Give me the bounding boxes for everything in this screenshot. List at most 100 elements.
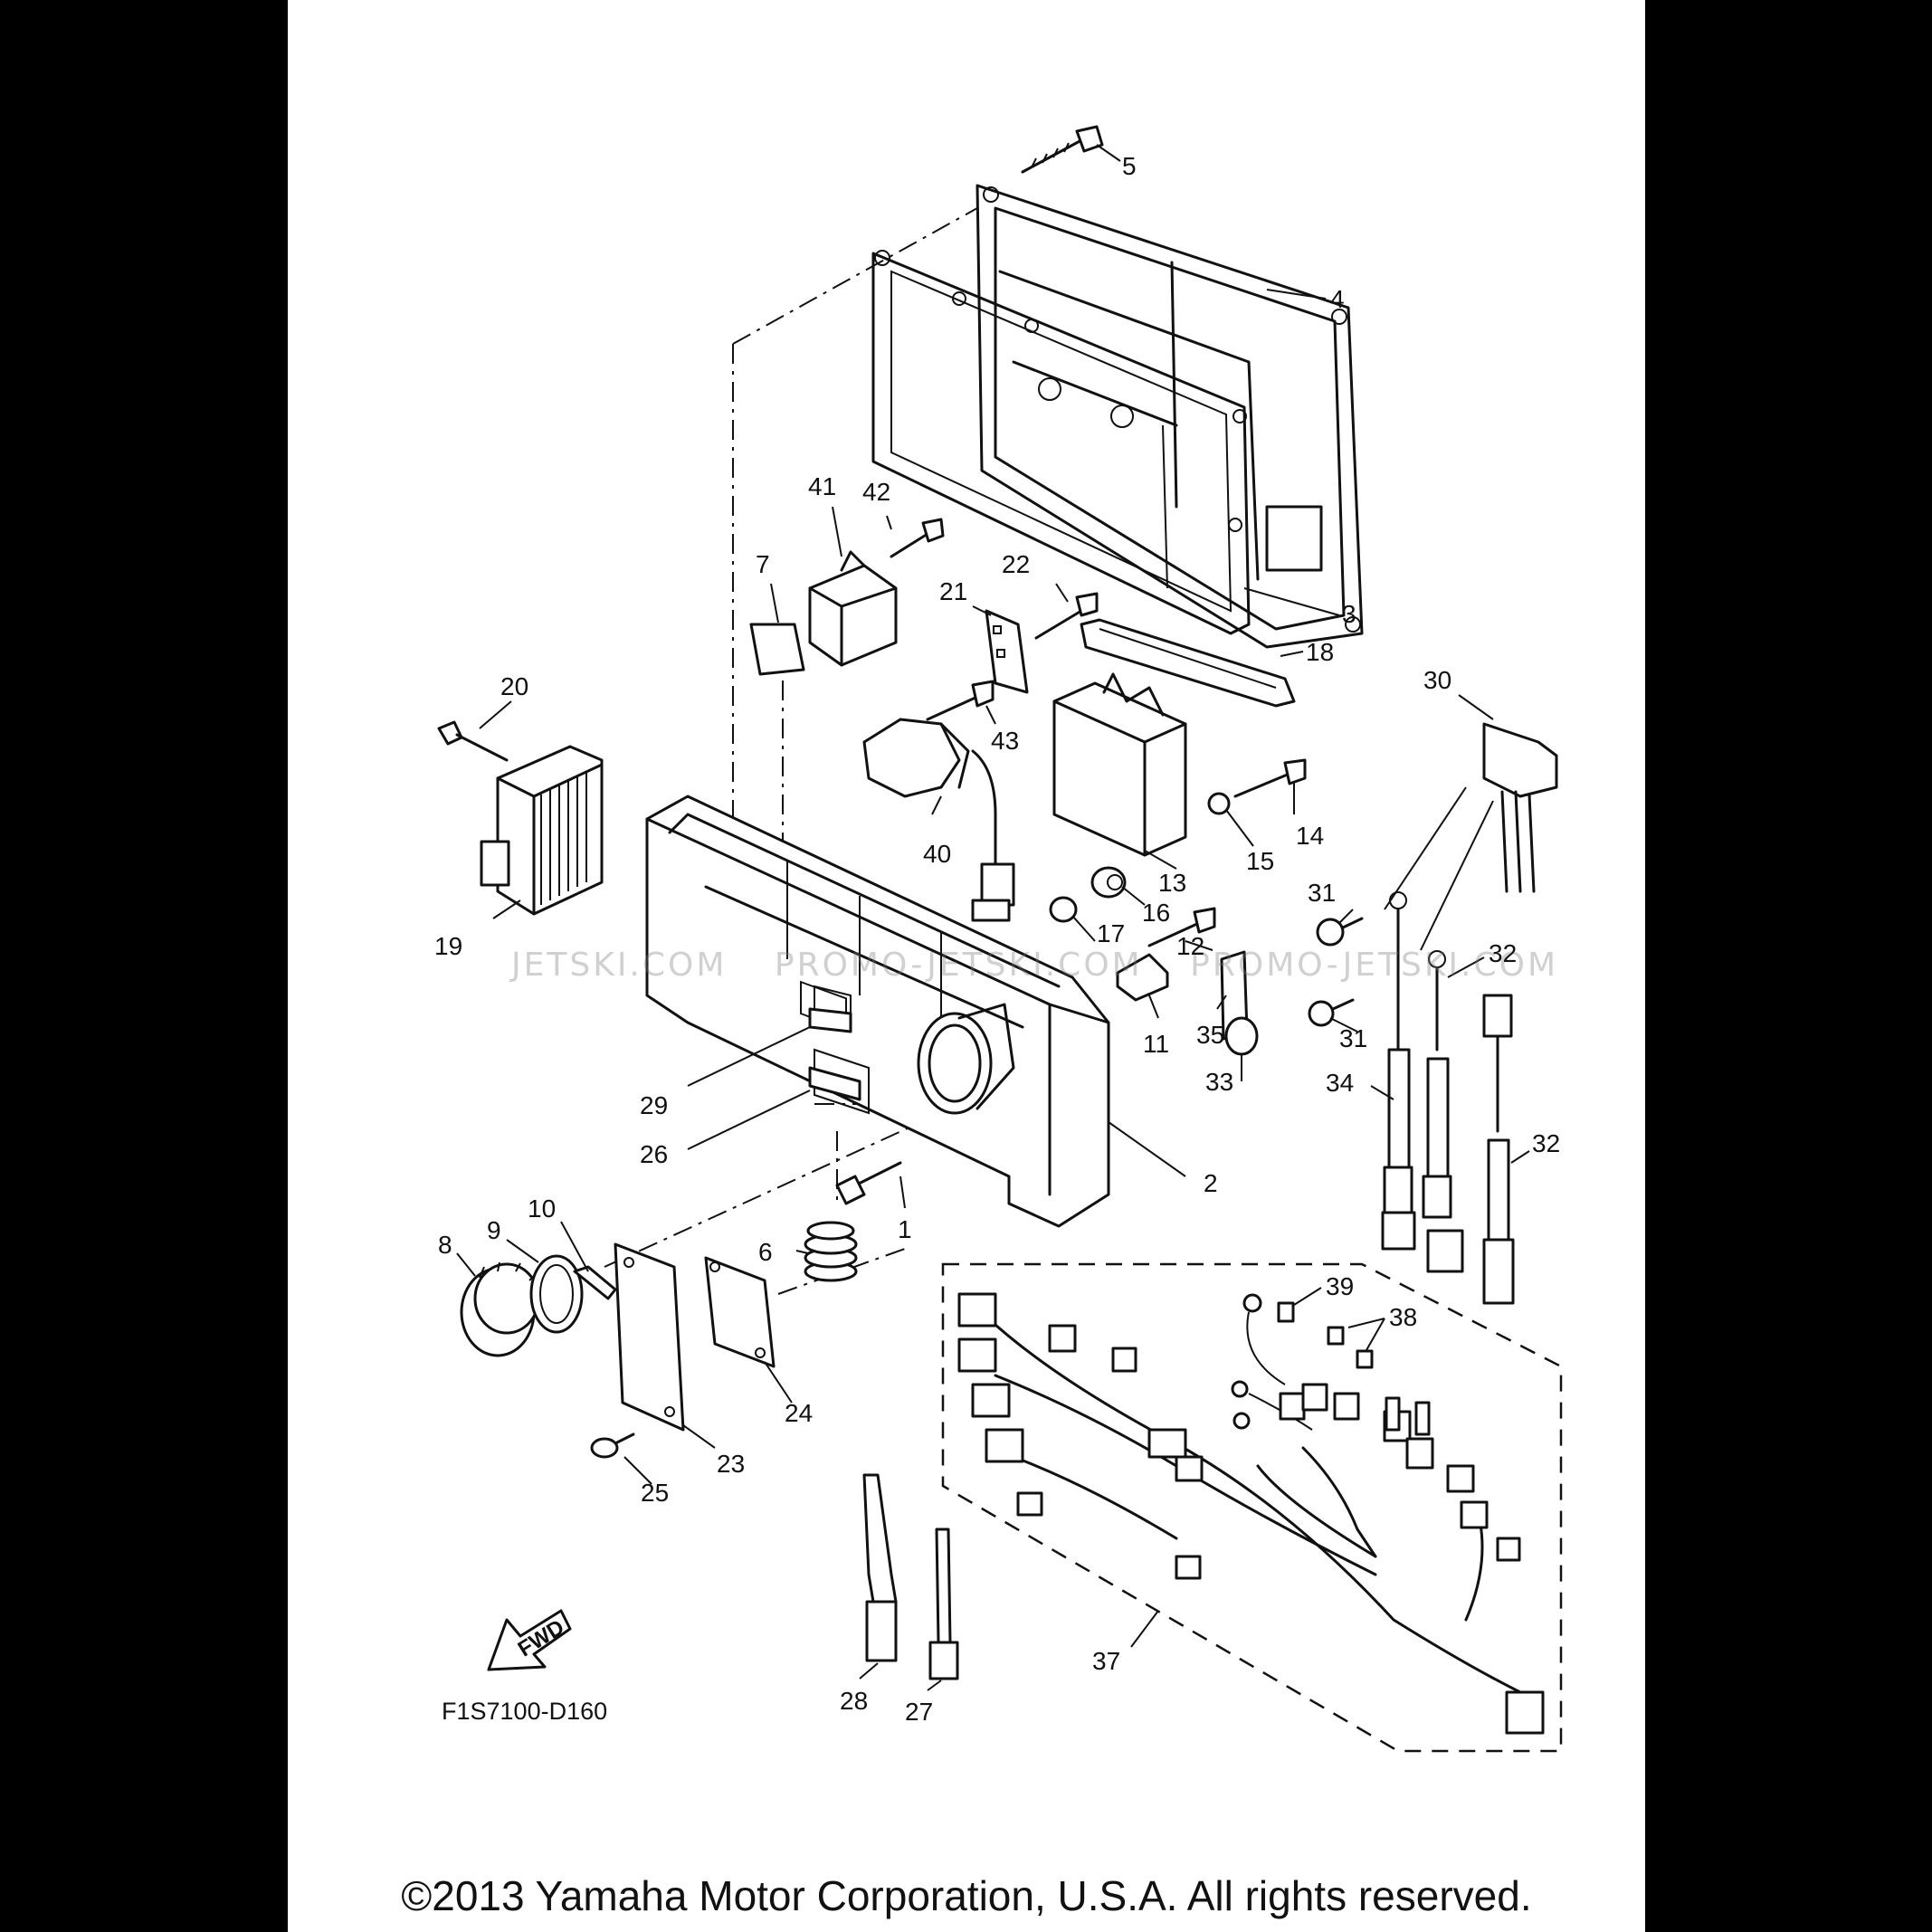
callout-31a: 31: [1308, 879, 1337, 907]
callout-32: 32: [1532, 1129, 1561, 1157]
part-29-label: [808, 1007, 852, 1033]
callout-30: 30: [1423, 666, 1452, 694]
leader-32: [1510, 1150, 1530, 1164]
leader-31b: [1329, 1017, 1358, 1033]
leader-19: [492, 899, 521, 919]
callout-28: 28: [840, 1687, 869, 1715]
part-31-nut-a: [1316, 917, 1364, 947]
callout-13: 13: [1158, 869, 1187, 897]
part-22-screw: [1034, 592, 1099, 640]
part-13-ecu: [1052, 672, 1187, 857]
leader-43: [985, 705, 996, 725]
part-43-screw: [926, 680, 995, 721]
callout-34: 33: [1205, 1068, 1234, 1096]
part-12-screw: [1147, 907, 1216, 947]
leader-26: [687, 1090, 811, 1150]
callout-18: 18: [1306, 638, 1335, 666]
leader-30: [1458, 694, 1494, 720]
callout-36: 35: [1196, 1021, 1225, 1049]
callout-8: 8: [438, 1231, 452, 1259]
callout-20: 20: [500, 672, 529, 700]
part-11-bracket: [1116, 953, 1169, 1002]
callout-23: 23: [717, 1450, 746, 1478]
callout-40: 38: [1389, 1303, 1418, 1331]
leader-15: [1225, 809, 1254, 847]
part-9-seal: [529, 1254, 584, 1334]
part-2-electrical-box: [645, 795, 1110, 1228]
callout-39: 37: [1092, 1647, 1121, 1675]
copyright-notice: ©2013 Yamaha Motor Corporation, U.S.A. A…: [401, 1872, 1532, 1919]
reference-line: [732, 207, 978, 345]
callout-1: 1: [898, 1215, 912, 1243]
leader-18: [1280, 651, 1304, 657]
part-30-wire: [1384, 786, 1494, 951]
part-23-plate: [614, 1242, 685, 1432]
part-40-fuses: [1327, 1326, 1374, 1369]
watermark: JETSKI.COM PROMO-JETSKI.COM PROMO-JETSKI…: [511, 947, 1593, 984]
box-outlet-ring: [917, 1003, 1015, 1115]
callout-21: 21: [939, 577, 968, 605]
leader-9: [506, 1239, 539, 1263]
callout-43: 43: [991, 727, 1020, 755]
leader-40: [1347, 1318, 1385, 1351]
part-39-wire-harness: [957, 1292, 1545, 1735]
callout-17: 17: [1097, 919, 1126, 947]
callout-7: 7: [756, 550, 770, 578]
leader-28: [859, 1662, 879, 1680]
part-4-cover: [976, 184, 1364, 649]
part-36-cap: [1220, 950, 1259, 1056]
leader-2: [1108, 1121, 1186, 1177]
callout-29: 29: [640, 1091, 669, 1119]
leader-20: [479, 700, 512, 729]
leader-35: [1370, 1085, 1394, 1100]
callout-35: 34: [1326, 1069, 1355, 1097]
part-32-cable: [1482, 994, 1515, 1305]
part-25-screw: [590, 1432, 635, 1459]
leader-3: [1243, 587, 1340, 616]
leader-5: [1096, 144, 1121, 162]
callout-3: 3: [1342, 600, 1356, 628]
callout-37: 41: [808, 472, 837, 500]
callout-11: 11: [1143, 1030, 1170, 1058]
callout-27: 27: [905, 1698, 934, 1726]
fwd-arrow: [487, 1609, 572, 1671]
callout-25: 25: [641, 1479, 670, 1507]
part-38-screw: [890, 518, 945, 558]
drawing-code: F1S7100-D160: [442, 1698, 608, 1725]
part-27-tie: [928, 1528, 959, 1680]
watermark-text: PROMO-JETSKI.COM: [774, 947, 1143, 984]
part-7-pad: [749, 623, 805, 676]
callout-31b: 31: [1339, 1024, 1368, 1052]
leader-12: [1185, 940, 1213, 951]
part-1-bolt: [835, 1161, 902, 1205]
leader-13: [1144, 850, 1177, 870]
callout-14: 14: [1296, 822, 1325, 850]
part-31-nut-b: [1308, 998, 1355, 1027]
callout-33: 32: [1489, 939, 1518, 967]
callout-24: 24: [785, 1399, 814, 1427]
callout-6: 6: [758, 1238, 773, 1266]
part-33-cable: [1422, 950, 1464, 1273]
callout-26: 26: [640, 1140, 669, 1168]
leader-39: [1130, 1610, 1159, 1648]
part-35-cable: [1381, 891, 1416, 1251]
callout-19: 19: [434, 932, 463, 960]
leader-8: [456, 1252, 476, 1277]
callout-2: 2: [1204, 1169, 1218, 1197]
part-18-strap: [1080, 618, 1296, 708]
leader-4: [1266, 289, 1327, 300]
leader-1: [899, 1175, 906, 1209]
part-20-screw: [437, 720, 509, 762]
callout-15: 15: [1246, 847, 1275, 875]
leader-6: [795, 1250, 809, 1254]
callout-41: 39: [1326, 1272, 1355, 1300]
part-42-sensor: [862, 718, 1015, 922]
part-19-rectifier: [480, 745, 604, 916]
callout-9: 9: [487, 1216, 501, 1244]
watermark-text: JETSKI.COM: [511, 947, 728, 984]
part-21-bracket: [985, 609, 1029, 694]
leader-7: [770, 583, 779, 623]
leader-37: [832, 506, 842, 557]
part-41-fuse: [1277, 1301, 1295, 1323]
